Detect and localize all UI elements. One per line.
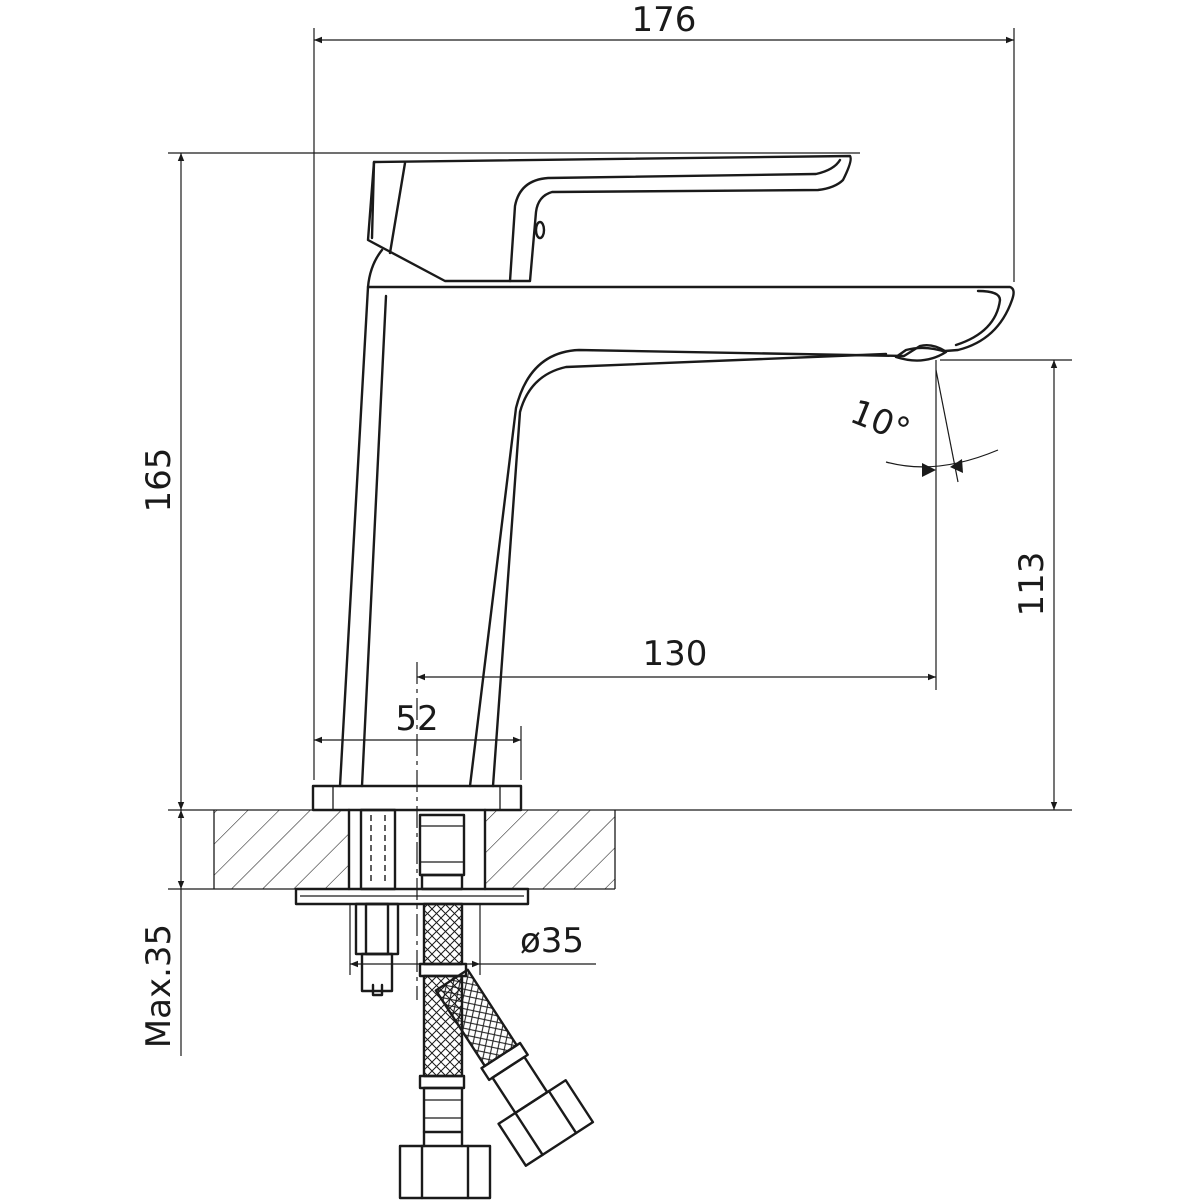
spout-height-label: 113	[1012, 552, 1052, 617]
spout-angle-label: 10°	[845, 392, 916, 452]
countertop-hole-edges	[347, 808, 487, 891]
dimension-hose-diameter: ø35	[349, 905, 596, 975]
spout-reach-label: 130	[643, 634, 708, 674]
hose-mesh-upper	[424, 904, 462, 964]
faucet-body	[338, 154, 1015, 788]
max-counter-thickness-label: Max.35	[139, 924, 179, 1048]
mounting-plate	[294, 887, 530, 906]
dimension-spout-angle: 10°	[845, 369, 999, 483]
dimension-spout-reach: 130	[417, 360, 937, 690]
handle-profile	[366, 154, 852, 283]
countertop-section	[213, 808, 616, 906]
dimension-spout-height: 113	[615, 359, 1072, 811]
hose-diameter-label: ø35	[520, 921, 584, 961]
aerator	[894, 346, 948, 362]
dimension-max-counter-thickness: Max.35	[139, 810, 214, 1056]
overall-height-label: 165	[139, 448, 179, 513]
mounting-stud	[354, 808, 400, 997]
hose-mesh-angled	[435, 969, 517, 1066]
spout-inner-line	[491, 352, 888, 788]
countertop-hatch-left	[214, 810, 349, 889]
inlet-hoses	[398, 813, 595, 1200]
overall-width-label: 176	[632, 0, 697, 40]
dimension-overall-height: 165	[139, 152, 860, 811]
countertop-hatch-right	[485, 810, 615, 889]
body-inner-edge	[360, 294, 388, 788]
base-width-label: 52	[395, 699, 438, 739]
dimension-base-width: 52	[314, 699, 522, 780]
